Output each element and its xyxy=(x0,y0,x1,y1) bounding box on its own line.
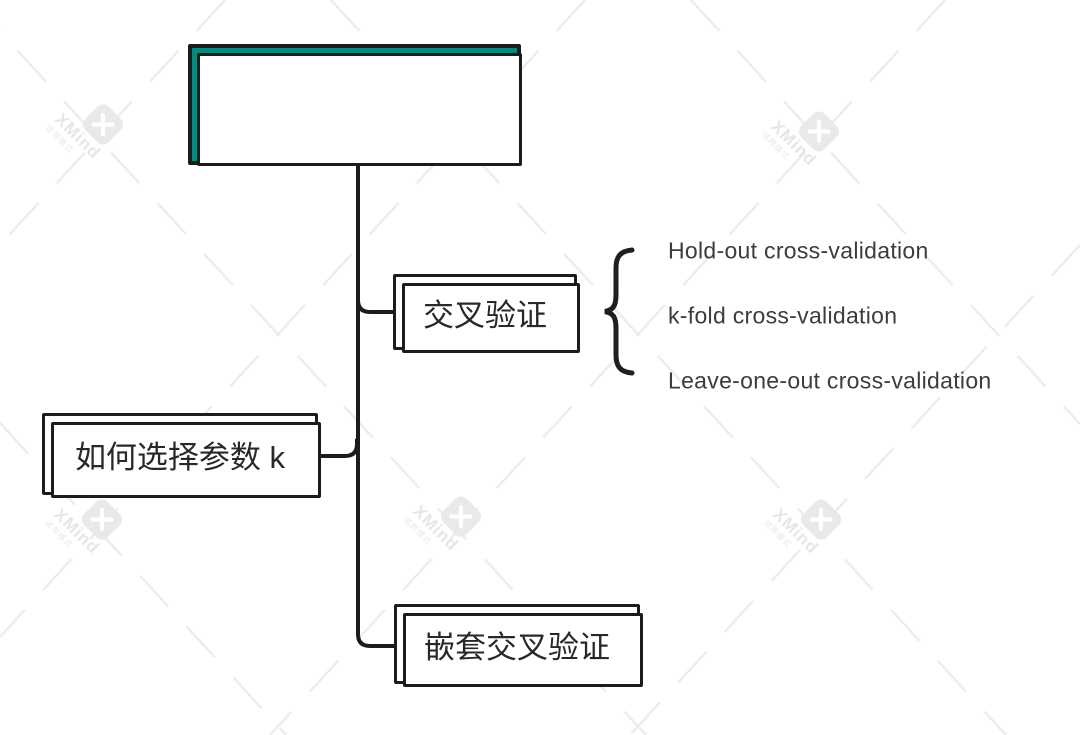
topic-shadow xyxy=(403,613,643,687)
root-topic-knn[interactable]: KNN 算法 xyxy=(188,44,522,166)
topic-label: 交叉验证 xyxy=(423,297,547,333)
spine-connector xyxy=(356,154,399,648)
topic-shadow xyxy=(197,53,522,166)
root-topic-label: KNN 算法 xyxy=(247,82,462,135)
topic-label: 嵌套交叉验证 xyxy=(424,629,610,665)
topic-label: 如何选择参数 k xyxy=(74,439,286,475)
topic-cross-validation[interactable]: 交叉验证 xyxy=(393,274,580,353)
label-hold-out-cross-validation[interactable]: Hold-out cross-validation xyxy=(668,237,929,264)
topic-shadow xyxy=(51,422,321,498)
choose-k-connector xyxy=(314,438,359,458)
topic-shadow xyxy=(402,283,580,353)
cross-validation-connector xyxy=(356,292,398,314)
topic-nested-cross-validation[interactable]: 嵌套交叉验证 xyxy=(394,604,643,687)
curly-brace xyxy=(604,247,635,376)
topic-choose-parameter-k[interactable]: 如何选择参数 k xyxy=(42,413,321,498)
label-leave-one-out-cross-validation[interactable]: Leave-one-out cross-validation xyxy=(668,367,992,394)
label-k-fold-cross-validation[interactable]: k-fold cross-validation xyxy=(668,302,898,329)
